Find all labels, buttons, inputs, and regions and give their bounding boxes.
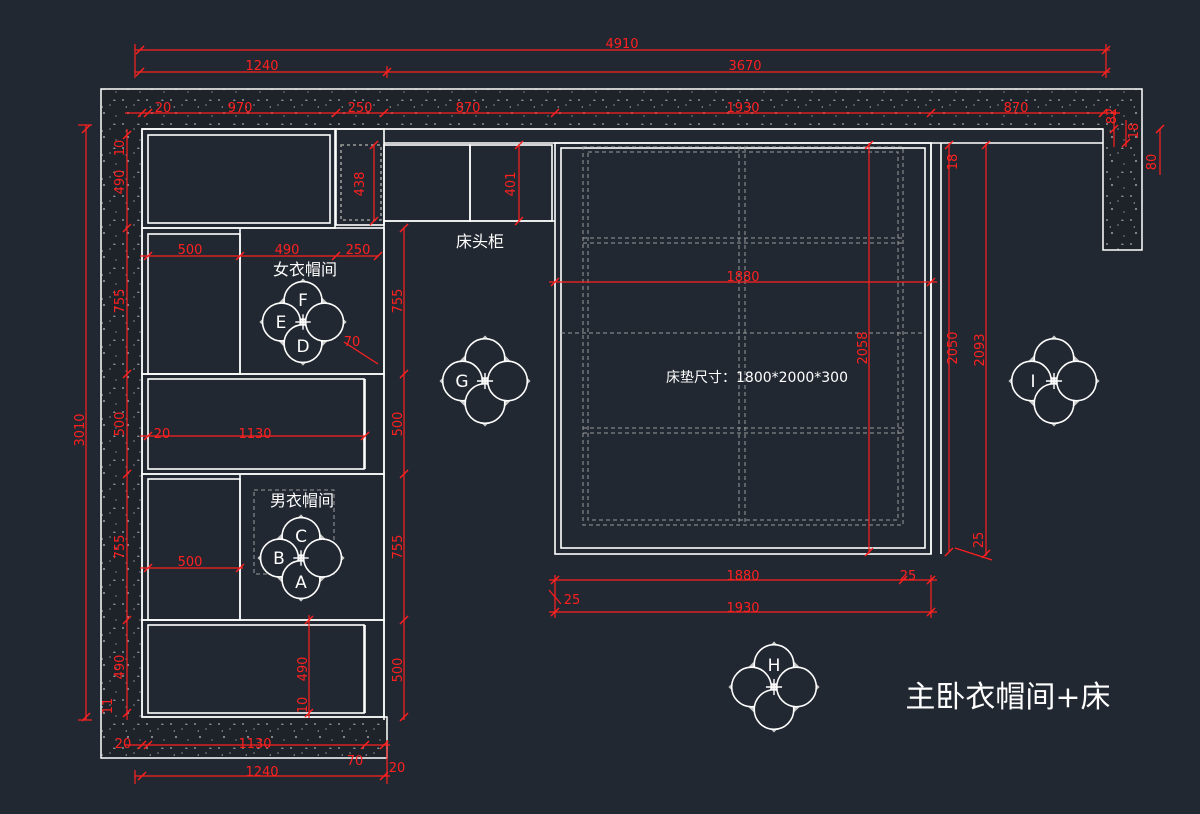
- dim-bot-20b: 20: [389, 761, 406, 776]
- marker-g: G: [439, 335, 531, 427]
- dim-bot-1240: 1240: [245, 765, 278, 780]
- cabinet-top-left: [141, 128, 336, 229]
- dim-bot-1130: 1130: [238, 737, 271, 752]
- label-mattress-size: 床垫尺寸：1800*2000*300: [666, 370, 848, 386]
- dim-v-755a: 755: [391, 289, 406, 314]
- dim-m-490: 490: [296, 657, 311, 682]
- dimension-labels: 4910 1240 3670 20 970 250 870 1930 870 8…: [73, 37, 1160, 780]
- dim-w-250: 250: [346, 243, 371, 258]
- marker-letter: E: [276, 313, 287, 333]
- marker-h: H: [728, 641, 820, 733]
- marker-letter: D: [296, 337, 309, 357]
- dim-right-80: 80: [1145, 154, 1160, 171]
- dim-row-870a: 870: [456, 101, 481, 116]
- label-men-closet: 男衣帽间: [270, 491, 334, 510]
- marker-letter: I: [1030, 372, 1035, 392]
- marker-letter: G: [455, 372, 468, 392]
- dim-left-10: 10: [113, 140, 128, 157]
- dim-bed-2058: 2058: [856, 331, 871, 364]
- dim-bed-2093: 2093: [973, 333, 988, 366]
- dim-w-500a: 500: [178, 243, 203, 258]
- dim-row-970: 970: [228, 101, 253, 116]
- cabinets: [141, 128, 1103, 720]
- bed-frame: [554, 142, 932, 555]
- mattress-grid: [253, 146, 925, 575]
- dim-left-500a: 500: [113, 412, 128, 437]
- room-labels: 床头柜 女衣帽间 男衣帽间 床垫尺寸：1800*2000*300 主卧衣帽间+床: [270, 232, 1111, 715]
- marker-letter: B: [273, 549, 285, 569]
- dimension-lines: [78, 44, 1161, 784]
- dim-cab-438: 438: [353, 172, 368, 197]
- dim-top-right: 3670: [728, 59, 761, 74]
- marker-men-closet: CBA: [257, 514, 345, 602]
- label-women-closet: 女衣帽间: [273, 260, 337, 279]
- dim-left-755b: 755: [113, 535, 128, 560]
- dim-bb-25a: 25: [564, 593, 581, 608]
- middle-shelf: [141, 373, 385, 475]
- dim-left-490b: 490: [113, 655, 128, 680]
- dim-top-left: 1240: [245, 59, 278, 74]
- label-headboard: 床头柜: [456, 232, 504, 251]
- dim-right-82: 82: [1105, 108, 1120, 125]
- dim-bb-25b: 25: [900, 569, 917, 584]
- dim-bed-1880: 1880: [726, 270, 759, 285]
- dim-left-490a: 490: [113, 170, 128, 195]
- dim-bed-2050: 2050: [946, 331, 961, 364]
- dimension-ticks: [81, 45, 1165, 781]
- dim-bot-70: 70: [347, 754, 364, 769]
- marker-women-closet: FED: [259, 278, 347, 366]
- dim-m-10: 10: [296, 697, 311, 714]
- men-closet-area: [141, 473, 385, 621]
- dim-w-490: 490: [275, 243, 300, 258]
- drawing-title: 主卧衣帽间+床: [905, 680, 1110, 715]
- dim-cab-401: 401: [504, 172, 519, 197]
- dim-bb-1880: 1880: [726, 569, 759, 584]
- dim-d-70: 70: [344, 335, 361, 350]
- dim-v-500a: 500: [391, 412, 406, 437]
- dim-row-1930: 1930: [726, 101, 759, 116]
- dim-row-250: 250: [348, 101, 373, 116]
- marker-letter: F: [298, 291, 308, 311]
- dim-left-11: 11: [101, 698, 116, 715]
- dim-bed-25v: 25: [972, 532, 987, 549]
- dim-m-20: 20: [154, 427, 171, 442]
- dim-left-755a: 755: [113, 289, 128, 314]
- dim-bed-18: 18: [946, 154, 961, 171]
- dim-left-3010: 3010: [73, 413, 88, 446]
- dim-right-18: 18: [1127, 123, 1142, 140]
- dim-top-total: 4910: [605, 37, 638, 52]
- dim-m-1130: 1130: [238, 427, 271, 442]
- dim-bot-20a: 20: [115, 737, 132, 752]
- dim-row-20: 20: [155, 101, 172, 116]
- headboard-cabinet-left: [383, 144, 471, 222]
- dim-v-500b: 500: [391, 658, 406, 683]
- dim-v-755b: 755: [391, 535, 406, 560]
- marker-letter: A: [295, 573, 307, 593]
- dim-w-500b: 500: [178, 555, 203, 570]
- markers: FED CBA G I H: [257, 278, 1100, 733]
- dim-row-870b: 870: [1004, 101, 1029, 116]
- marker-letter: C: [295, 527, 307, 547]
- marker-letter: H: [768, 656, 781, 676]
- marker-i: I: [1008, 335, 1100, 427]
- dim-bb-1930: 1930: [726, 601, 759, 616]
- bottom-shelf: [141, 619, 385, 718]
